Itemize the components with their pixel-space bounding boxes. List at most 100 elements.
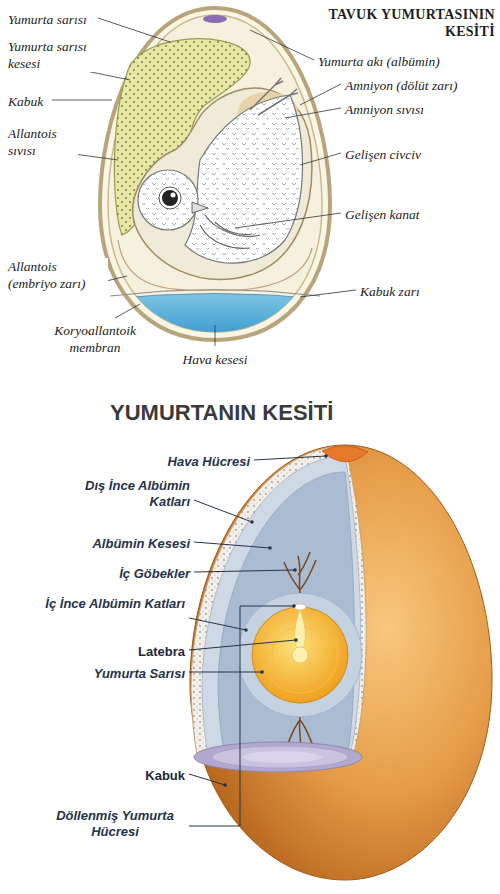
label-holder: Kabuk (85, 766, 185, 784)
part-label: Kabuk (145, 768, 185, 784)
horizontal-cut-ring (212, 746, 348, 768)
leader-dot (268, 546, 272, 550)
label-holder: Hava kesesi (170, 350, 260, 368)
label-holder: Yumurta akı (albümin) (318, 52, 493, 70)
part-label: Albümin Kesesi (92, 536, 190, 552)
leader-line (300, 84, 341, 105)
leader-line (300, 153, 341, 165)
yolk (252, 607, 348, 703)
part-label: Latebra (138, 644, 185, 660)
leader-dot (260, 670, 264, 674)
label-holder: Hava Hücresi (100, 452, 250, 470)
chalazae (284, 552, 316, 750)
egg-shell (190, 445, 492, 880)
leader-dot (294, 638, 298, 642)
part-label: İç Göbekler (119, 566, 190, 582)
leader-line (194, 542, 270, 548)
label-holder: Yumurta sarısı (8, 10, 148, 28)
chick-egg (100, 8, 330, 345)
leader-dot (292, 604, 296, 608)
albumen (203, 15, 227, 23)
chick-head (138, 170, 198, 230)
label-holder: Amniyon (dölüt zarı) (345, 76, 495, 94)
part-label: Dış İnce Albümin Katları (60, 478, 190, 510)
label-holder: YUMURTANIN KESİTİ (110, 400, 390, 426)
part-label: Allantois sıvısı (8, 125, 78, 159)
part-label: Döllenmiş Yumurta Hücresi (45, 808, 185, 840)
leader-dot (293, 568, 297, 572)
leader-line (189, 606, 294, 826)
shell-membrane (108, 15, 322, 332)
latebra-center (292, 647, 308, 663)
label-holder: Yumurta Sarısı (45, 664, 185, 682)
part-label: Kabuk zarı (360, 283, 420, 300)
label-holder: Allantois sıvısı (8, 125, 78, 159)
leader-dot (324, 454, 328, 458)
leader-line (215, 325, 216, 346)
label-holder: Gelişen kanat (345, 205, 495, 223)
beak (192, 202, 208, 213)
horizontal-cut-ring (242, 751, 322, 763)
leader-line (285, 108, 341, 118)
label-holder: Koryoallantoik membran (45, 322, 145, 356)
shell-section-texture (191, 446, 366, 760)
eye (162, 190, 178, 206)
wing (200, 215, 260, 248)
germinal-disc (294, 604, 306, 610)
eye-highlight (171, 193, 176, 198)
label-holder: Yumurta sarısı kesesi (8, 38, 100, 72)
part-label: Yumurta sarısı kesesi (8, 38, 100, 72)
part-label: Gelişen kanat (345, 206, 420, 223)
leader-line (98, 18, 170, 42)
leader-dot (250, 520, 254, 524)
leader-line (189, 672, 262, 673)
leader-line (189, 618, 246, 630)
chick-body (185, 95, 303, 263)
amnion (133, 88, 312, 279)
label-holder: Albümin Kesesi (50, 534, 190, 552)
section-title: YUMURTANIN KESİTİ (110, 400, 333, 426)
leader-line (115, 304, 140, 318)
label-holder: TAVUK YUMURTASININ KESİTİ (290, 6, 495, 40)
air-cell (322, 446, 368, 462)
part-label: Hava Hücresi (168, 454, 250, 470)
egg-shell (100, 8, 330, 340)
leader-line (235, 213, 341, 228)
egg-cutaway (190, 445, 492, 880)
chick-legs (250, 78, 298, 115)
inner-thin-albumen (238, 593, 362, 717)
leader-line (189, 774, 225, 785)
part-label: Yumurta Sarısı (94, 666, 185, 682)
part-label: Hava kesesi (183, 351, 248, 368)
leader-dot (223, 783, 227, 787)
part-label: Yumurta sarısı (8, 11, 87, 28)
label-holder: Allantois (embriyo zarı) (8, 258, 108, 292)
horizontal-cut (194, 742, 362, 772)
chick-body-texture (185, 95, 303, 263)
leader-line (194, 500, 252, 522)
chick-head-texture (138, 170, 198, 230)
leader-dot (244, 628, 248, 632)
label-holder: Kabuk zarı (360, 282, 495, 300)
leader-lines (189, 456, 326, 826)
leader-line (300, 290, 356, 297)
part-label: İç İnce Albümin Katları (45, 596, 185, 612)
label-holder: İç Göbekler (60, 564, 190, 582)
part-label: Amniyon (dölüt zarı) (345, 77, 458, 94)
shell-section (191, 446, 366, 760)
label-holder: Kabuk (8, 92, 88, 110)
label-holder: Latebra (85, 642, 185, 660)
label-holder: Amniyon sıvısı (345, 100, 495, 118)
label-holder: Döllenmiş Yumurta Hücresi (45, 808, 185, 840)
part-label: Amniyon sıvısı (345, 101, 424, 118)
leader-line (254, 456, 326, 460)
label-holder: İç İnce Albümin Katları (45, 594, 185, 612)
leader-line (189, 640, 296, 650)
part-label: Kabuk (8, 93, 43, 110)
leader-line (194, 570, 295, 572)
part-label: Yumurta akı (albümin) (318, 53, 440, 70)
part-label: Gelişen civciv (345, 146, 421, 163)
part-label: Koryoallantoik membran (45, 322, 145, 356)
eye-ring (159, 187, 181, 209)
